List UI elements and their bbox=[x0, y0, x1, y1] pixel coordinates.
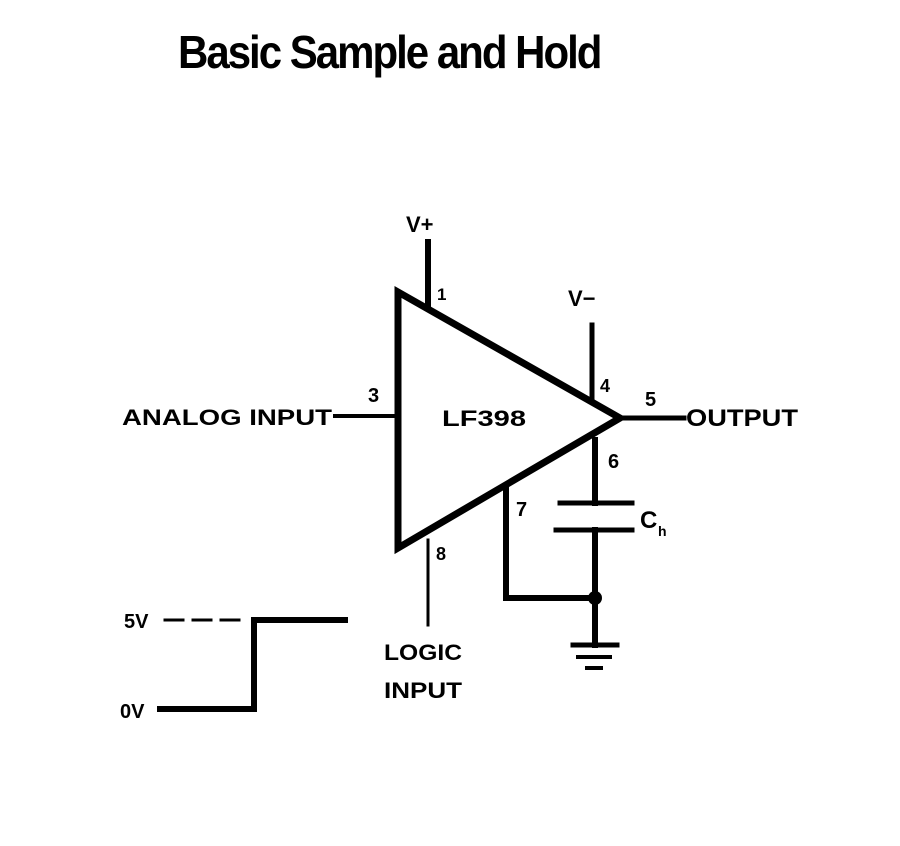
vminus-label: V− bbox=[568, 286, 596, 311]
capacitor-subscript: h bbox=[658, 523, 667, 539]
pin6-label: 6 bbox=[608, 451, 619, 473]
junction-dot bbox=[588, 591, 602, 605]
logic-input-label-line1: LOGIC bbox=[384, 640, 462, 665]
diagram-title: Basic Sample and Hold bbox=[178, 26, 602, 78]
vplus-label: V+ bbox=[406, 212, 434, 237]
pin7-label: 7 bbox=[516, 499, 527, 521]
pin5-label: 5 bbox=[645, 389, 656, 411]
logic-high-label: 5V bbox=[124, 611, 149, 633]
logic-waveform bbox=[157, 617, 348, 712]
logic-input-label-line2: INPUT bbox=[384, 678, 463, 703]
pin8-label: 8 bbox=[436, 544, 446, 564]
analog-input-label: ANALOG INPUT bbox=[122, 405, 333, 430]
capacitor-label: C bbox=[640, 507, 657, 534]
ref-pin-wire bbox=[503, 484, 598, 601]
logic-low-label: 0V bbox=[120, 701, 145, 723]
pin4-label: 4 bbox=[600, 376, 610, 396]
pin1-label: 1 bbox=[437, 285, 446, 304]
ic-label: LF398 bbox=[442, 406, 526, 431]
pin3-label: 3 bbox=[368, 385, 379, 407]
output-label: OUTPUT bbox=[686, 405, 798, 432]
amplifier-triangle bbox=[394, 285, 628, 555]
